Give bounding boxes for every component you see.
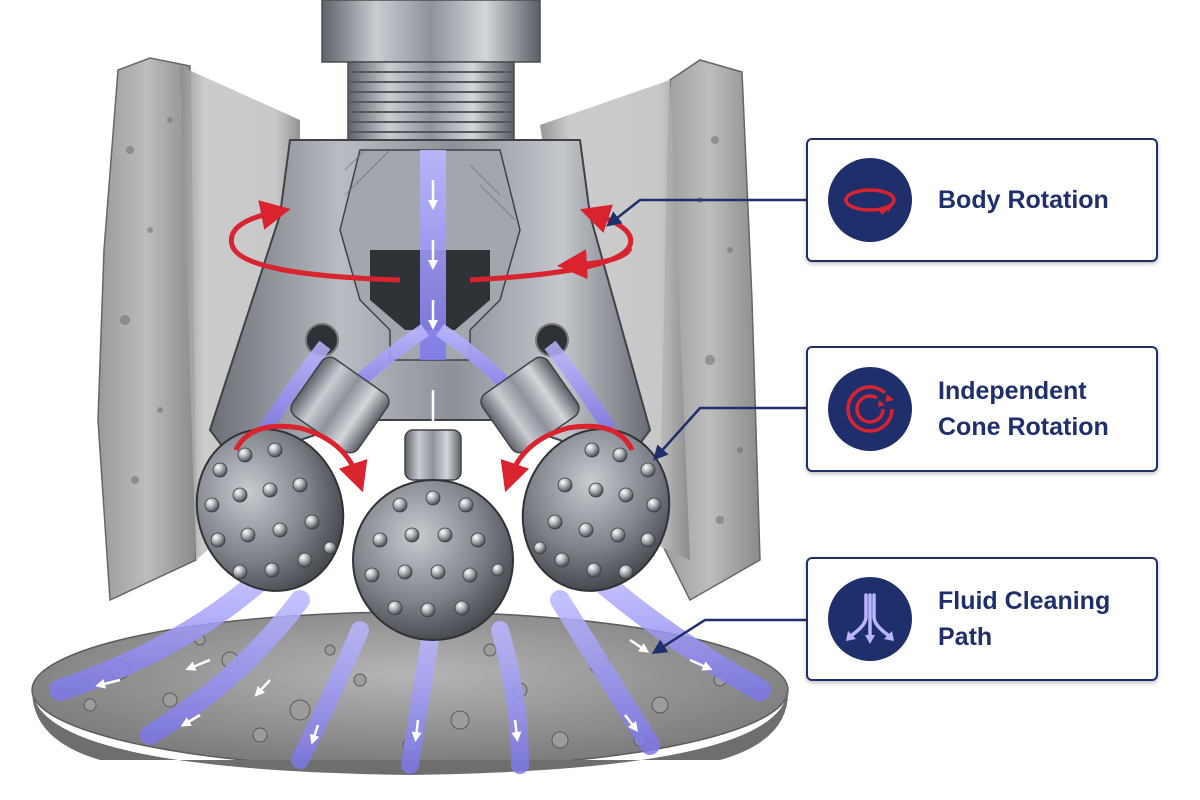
cone-journals [290,356,580,481]
callout-label: Body Rotation [938,186,1109,214]
roller-cone-center [352,479,514,641]
circular-arrow-icon [828,158,912,242]
roller-cone-left [195,428,345,592]
fluid-flow-icon [828,577,912,661]
callout-leader-lines [606,198,806,655]
callout-fluid-cleaning-path: Fluid Cleaning Path [806,557,1158,681]
rotation-cycle-icon [828,367,912,451]
callout-label: Fluid Cleaning Path [938,587,1111,651]
callout-label-line1: Independent [938,377,1087,405]
drill-pipe [321,0,541,143]
callout-cone-rotation: Independent Cone Rotation [806,346,1158,472]
callout-label: Independent Cone Rotation [938,373,1109,445]
carbide-inserts [204,442,662,618]
fluid-flow-arrows [95,638,713,745]
fluid-return-streams [49,569,771,774]
callout-label-line2: Cone Rotation [938,413,1109,441]
cone-rotation-arrows [233,423,635,493]
callout-body-rotation: Body Rotation [806,138,1158,262]
